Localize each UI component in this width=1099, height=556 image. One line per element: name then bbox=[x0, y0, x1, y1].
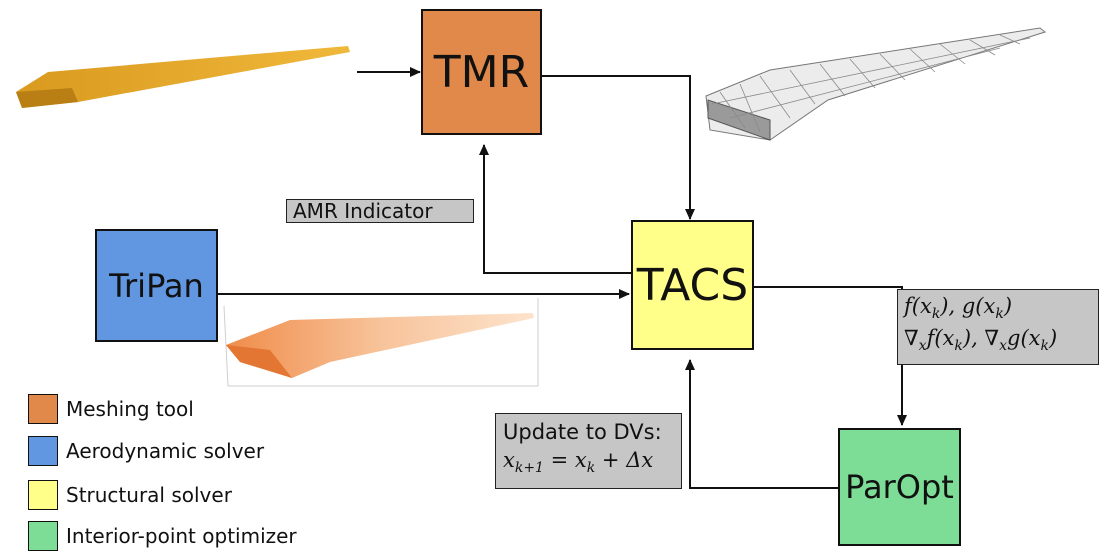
legend-item-meshing: Meshing tool bbox=[28, 394, 194, 424]
tacs-box: TACS bbox=[631, 220, 754, 350]
paropt-box: ParOpt bbox=[838, 428, 961, 546]
amr-indicator-label: AMR Indicator bbox=[286, 199, 474, 223]
legend-swatch bbox=[28, 394, 58, 424]
wing-pressure-image bbox=[223, 298, 539, 387]
tripan-box: TriPan bbox=[95, 229, 218, 342]
paropt-label: ParOpt bbox=[845, 468, 954, 506]
legend-swatch bbox=[28, 480, 58, 510]
legend-swatch bbox=[28, 521, 58, 551]
legend-swatch bbox=[28, 436, 58, 466]
legend-item-optimizer: Interior-point optimizer bbox=[28, 521, 297, 551]
wing-mesh-image bbox=[705, 27, 1047, 141]
legend-item-aero: Aerodynamic solver bbox=[28, 436, 264, 466]
legend-item-structural: Structural solver bbox=[28, 480, 232, 510]
update-dvs-label: Update to DVs: xk+1 = xk + Δx bbox=[495, 413, 682, 489]
connection-arrows bbox=[218, 67, 907, 489]
update-line-2: xk+1 = xk + Δx bbox=[503, 448, 654, 477]
functions-label: f(xk), g(xk) ∇xf(xk), ∇xg(xk) bbox=[897, 289, 1099, 365]
tripan-label: TriPan bbox=[109, 266, 204, 305]
functions-line-1: f(xk), g(xk) bbox=[904, 294, 1013, 323]
tacs-label: TACS bbox=[636, 259, 749, 311]
tmr-box: TMR bbox=[421, 9, 542, 135]
update-line-1: Update to DVs: bbox=[503, 420, 662, 444]
functions-line-2: ∇xf(xk), ∇xg(xk) bbox=[904, 326, 1058, 355]
tmr-label: TMR bbox=[433, 46, 530, 98]
wing-geometry-image bbox=[16, 46, 350, 108]
